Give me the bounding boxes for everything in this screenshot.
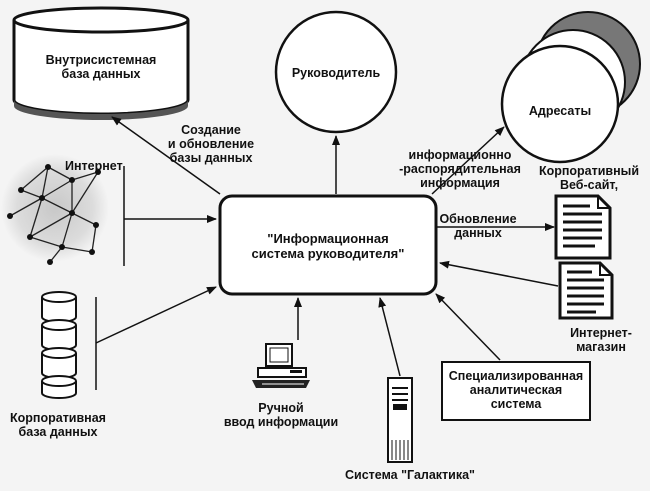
update-data-label: Обновление данных	[439, 212, 517, 240]
arrow-from-analytics	[435, 293, 501, 361]
arrow-from-online-store	[439, 260, 559, 287]
online-store-document-icon	[558, 261, 614, 320]
online-store-label: Интернет- магазин	[570, 326, 632, 354]
create-update-db-label: Создание и обновление базы данных	[167, 123, 255, 165]
corp-website-document-icon	[554, 194, 612, 260]
core-system-label: "Информационная система руководителя"	[251, 231, 405, 261]
computer-icon	[252, 343, 310, 388]
server-tower-icon	[387, 377, 413, 463]
internet-network-icon	[1, 154, 109, 265]
corp-website-label: Корпоративный Веб-сайт,	[538, 164, 640, 192]
recipients-circles-icon	[500, 11, 641, 164]
info-admin-label: информационно -распорядительная информац…	[399, 148, 521, 190]
corp-db-label: Корпоративная база данных	[10, 411, 106, 439]
manager-label: Руководитель	[291, 66, 381, 80]
recipients-label: Адресаты	[528, 104, 592, 118]
core-system-box	[218, 194, 438, 296]
arrow-to-internal-db	[111, 116, 221, 195]
arrow-from-corp-db	[95, 286, 217, 344]
corp-db-stack-icon	[41, 291, 77, 399]
manual-input-label: Ручной ввод информации	[223, 401, 339, 429]
galaktika-label: Система "Галактика"	[345, 468, 475, 482]
analytics-label: Специализированная аналитическая система	[448, 369, 584, 411]
arrow-from-galaktika	[378, 297, 401, 377]
internal-db-label: Внутрисистемная база данных	[45, 53, 157, 81]
arrow-to-recipients	[431, 126, 505, 195]
analytics-box	[441, 361, 591, 421]
manager-circle-icon	[274, 10, 398, 134]
internal-db-cylinder-icon	[12, 6, 190, 120]
internet-label: Интернет	[65, 159, 123, 173]
